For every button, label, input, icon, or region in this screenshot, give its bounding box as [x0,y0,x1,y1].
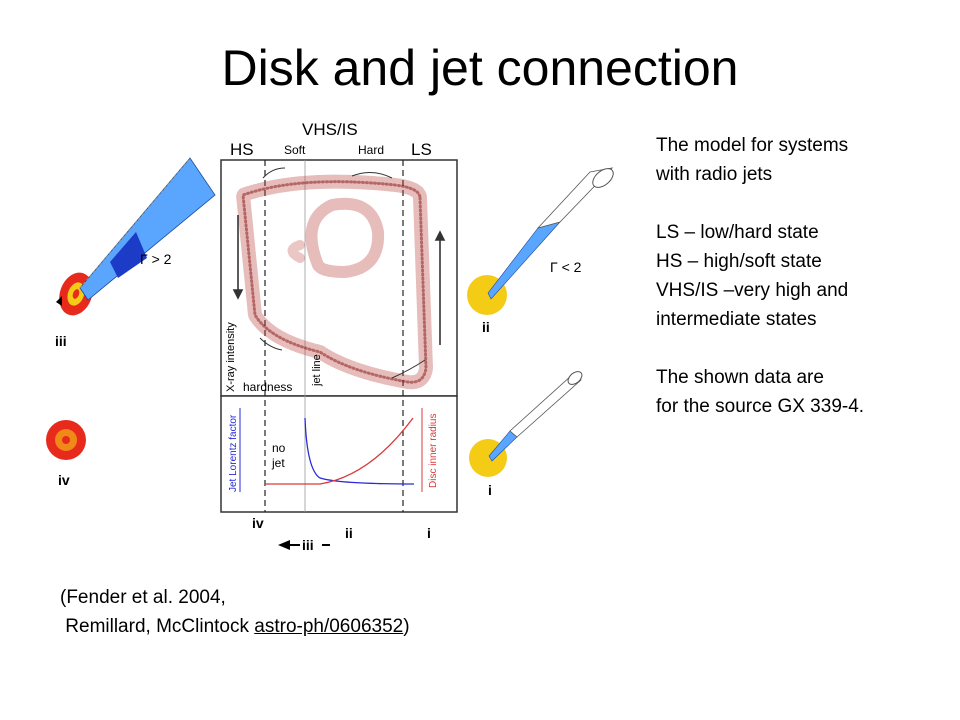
note-line: with radio jets [656,164,773,185]
note-line: for the source GX 339-4. [656,396,865,417]
state-iv-illustration: iv [46,420,86,488]
label-vhs-is: VHS/IS [302,120,358,139]
state-i-bottom: i [427,525,431,541]
svg-text:ii: ii [482,319,490,335]
model-notes: The model for systems with radio jets LS… [656,131,864,421]
note-line: The shown data are [656,367,824,388]
label-hard: Hard [358,143,384,157]
hid-panel [220,159,458,397]
note-line: intermediate states [656,309,817,330]
hid-x-label: hardness [243,380,292,394]
state-ii-bottom: ii [345,525,353,541]
svg-text:Γ > 2: Γ > 2 [140,251,172,267]
note-line: VHS/IS –very high and [656,280,849,301]
svg-text:iii: iii [55,333,67,349]
hid-y-label: X-ray intensity [225,322,237,392]
radius-curve [265,417,414,485]
note-line [656,334,864,363]
jet-line-label: jet line [311,354,323,387]
citation-line-2: Remillard, McClintock astro-ph/0606352) [60,612,410,641]
citation-line-1: (Fender et al. 2004, [60,587,226,608]
note-line: LS – low/hard state [656,222,819,243]
state-i-illustration: i [469,371,583,498]
arxiv-link[interactable]: astro-ph/0606352 [254,616,404,637]
note-line: HS – high/soft state [656,251,822,272]
state-ii-illustration: Γ < 2 ii [467,167,614,335]
state-iv-bottom: iv [252,515,264,531]
label-hs: HS [230,140,254,159]
lorentz-label: Jet Lorentz factor [228,414,239,492]
note-line: The model for systems [656,135,849,156]
arrow-iii: iii [278,537,330,553]
citation: (Fender et al. 2004, Remillard, McClinto… [60,583,410,641]
label-ls: LS [411,140,432,159]
citation-close-paren: ) [403,616,410,637]
hid-track [236,174,433,390]
radius-label: Disc inner radius [428,414,439,488]
jet-panel [220,395,458,513]
note-line [656,189,864,218]
svg-text:i: i [488,482,492,498]
label-soft: Soft [284,143,306,157]
flow-arrows [232,167,446,379]
svg-text:iv: iv [58,472,70,488]
lorentz-curve [304,417,415,485]
svg-text:iii: iii [302,537,314,553]
citation-authors: Remillard, McClintock [60,616,255,637]
svg-text:Γ < 2: Γ < 2 [550,259,582,275]
state-iii-illustration: Γ > 2 iii [55,157,216,349]
slide-title: Disk and jet connection [221,40,739,96]
